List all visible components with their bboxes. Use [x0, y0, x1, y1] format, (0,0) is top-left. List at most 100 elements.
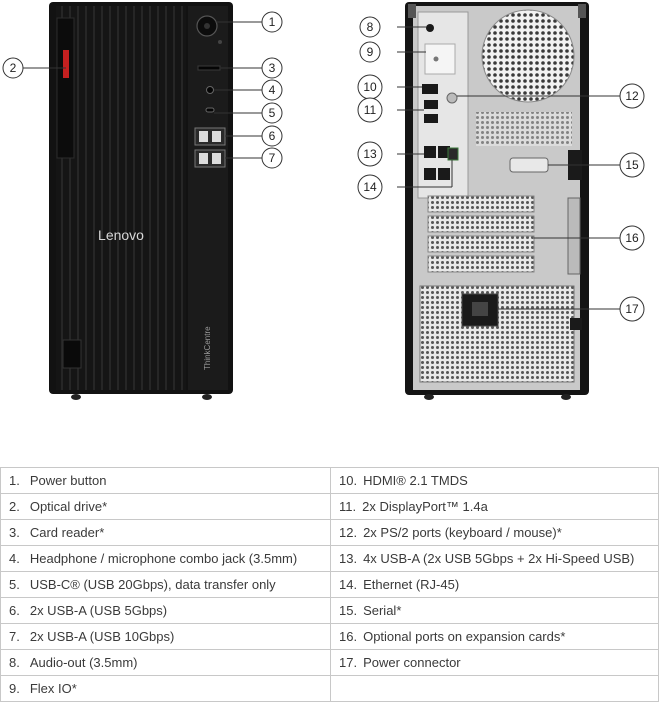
legend-number: 15. [339, 603, 358, 618]
legend-cell-right: 14.Ethernet (RJ-45) [330, 571, 659, 598]
legend-number: 3. [9, 525, 20, 540]
legend-label: 2x DisplayPort™ 1.4a [362, 499, 488, 514]
callout-3: 3 [261, 57, 283, 79]
legend-cell-left: 2. Optical drive* [0, 493, 331, 520]
legend-cell-left: 3. Card reader* [0, 519, 331, 546]
svg-text:9: 9 [367, 45, 374, 59]
rear-usb-ports [424, 146, 450, 180]
legend-number: 12. [339, 525, 358, 540]
front-vent-ribs [56, 6, 186, 390]
audio-out-jack-icon [426, 24, 434, 32]
callout-16: 16 [619, 225, 645, 251]
legend-cell-right: 12. 2x PS/2 ports (keyboard / mouse)* [330, 519, 659, 546]
legend-cell-left: 7. 2x USB-A (USB 10Gbps) [0, 623, 331, 650]
legend-number: 9. [9, 681, 20, 696]
optical-drive-bay [56, 17, 75, 159]
legend-label: Power connector [363, 655, 461, 670]
legend-cell-right: 16.Optional ports on expansion cards* [330, 623, 659, 650]
legend-cell-left: 4.Headphone / microphone combo jack (3.5… [0, 545, 331, 572]
legend-label: Ethernet (RJ-45) [363, 577, 460, 592]
callout-13: 13 [357, 141, 383, 167]
callout-6: 6 [261, 125, 283, 147]
svg-text:12: 12 [625, 89, 639, 103]
rear-foot-right [561, 394, 571, 400]
legend-label: 4x USB-A (2x USB 5Gbps + 2x Hi-Speed USB… [363, 551, 635, 566]
callout-2: 2 [2, 57, 24, 79]
fan-grille-icon [481, 9, 575, 103]
legend-number: 6. [9, 603, 20, 618]
legend-cell-left: 9. Flex IO* [0, 675, 331, 702]
rear-mid-vent [476, 112, 572, 146]
power-led-icon [204, 23, 210, 29]
front-foot-right [202, 394, 212, 400]
power-connector-pins [472, 302, 488, 316]
legend-label: Audio-out (3.5mm) [29, 655, 138, 670]
legend-label: 2x USB-A (USB 10Gbps) [29, 629, 175, 644]
svg-text:16: 16 [625, 231, 639, 245]
legend-label: Card reader* [29, 525, 105, 540]
psu-grille [419, 285, 575, 383]
svg-text:5: 5 [269, 106, 276, 120]
power-connector [461, 293, 499, 327]
card-reader-slot [197, 65, 221, 71]
legend-row: 2. Optical drive* 11. 2x DisplayPort™ 1.4a [0, 493, 659, 520]
front-usb-10gbps [194, 149, 226, 168]
legend-number: 11. [339, 499, 357, 514]
callout-12: 12 [619, 83, 645, 109]
legend-cell-left: 5.USB-C® (USB 20Gbps), data transfer onl… [0, 571, 331, 598]
callout-5: 5 [261, 102, 283, 124]
rear-clip-top-left [408, 4, 416, 18]
svg-text:15: 15 [625, 158, 639, 172]
displayport-2 [424, 114, 438, 123]
pc-diagram: Lenovo ThinkCentre [2, 2, 645, 400]
legend-label: 2x PS/2 ports (keyboard / mouse)* [363, 525, 562, 540]
legend-cell-right: 13. 4x USB-A (2x USB 5Gbps + 2x Hi-Speed … [330, 545, 659, 572]
svg-text:17: 17 [625, 302, 639, 316]
legend-cell-right: 10.HDMI® 2.1 TMDS [330, 467, 659, 494]
callout-8: 8 [359, 16, 381, 38]
callout-14: 14 [357, 174, 383, 200]
usb-c-port [205, 107, 215, 113]
rear-foot-left [424, 394, 434, 400]
front-indicator-icon [218, 40, 222, 44]
legend-cell-left: 8.Audio-out (3.5mm) [0, 649, 331, 676]
svg-text:14: 14 [363, 180, 377, 194]
displayport-1 [424, 100, 438, 109]
legend-number: 7. [9, 629, 20, 644]
legend-number: 4. [9, 551, 20, 566]
legend-row: 5.USB-C® (USB 20Gbps), data transfer onl… [0, 571, 659, 598]
svg-text:7: 7 [269, 151, 276, 165]
leader-lines [23, 21, 620, 310]
callout-11: 11 [357, 97, 383, 123]
svg-text:11: 11 [364, 103, 377, 117]
legend-row: 9. Flex IO* [0, 675, 659, 702]
legend-number: 2. [9, 499, 20, 514]
flex-io-slot [424, 43, 456, 75]
svg-text:1: 1 [269, 15, 276, 29]
legend-number: 13. [339, 551, 358, 566]
legend-label: Serial* [363, 603, 402, 618]
lenovo-logo: Lenovo [98, 227, 144, 243]
rear-view [405, 2, 589, 400]
legend-row: 7. 2x USB-A (USB 10Gbps) 16.Optional ports… [0, 623, 659, 650]
legend-number: 10. [339, 473, 358, 488]
legend-label: Flex IO* [29, 681, 77, 696]
legend-cell-left: 1. Power button [0, 467, 331, 494]
svg-text:10: 10 [363, 80, 377, 94]
legend-number: 16. [339, 629, 358, 644]
rear-side-latch [567, 197, 581, 275]
legend-cell-right [330, 675, 659, 702]
legend-label: Optical drive* [29, 499, 108, 514]
callout-1: 1 [261, 11, 283, 33]
callout-15: 15 [619, 152, 645, 178]
svg-text:2: 2 [10, 61, 17, 75]
callout-7: 7 [261, 147, 283, 169]
legend-label: Power button [29, 473, 107, 488]
optical-eject-indicator [63, 50, 69, 78]
legend-number: 1. [9, 473, 20, 488]
legend-row: 3. Card reader* 12. 2x PS/2 ports (keyboard… [0, 519, 659, 546]
serial-port [509, 157, 549, 173]
legend-row: 8.Audio-out (3.5mm)17.Power connector [0, 649, 659, 676]
front-bottom-tab [62, 339, 82, 369]
legend-cell-right: 15. Serial* [330, 597, 659, 624]
